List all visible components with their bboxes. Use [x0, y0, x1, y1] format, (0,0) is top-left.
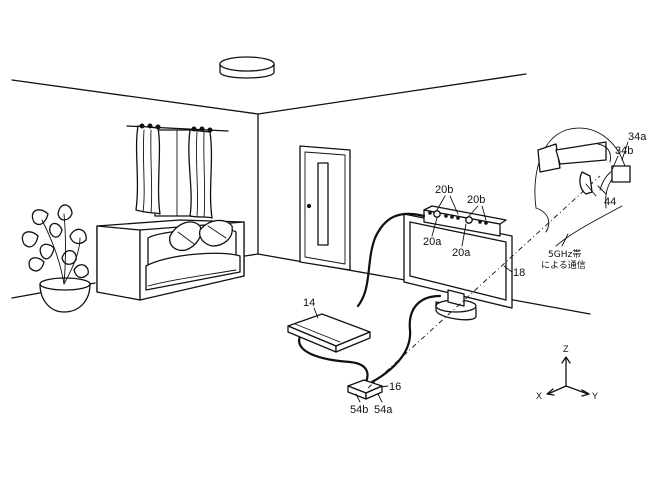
axis-label-z: Z [563, 344, 569, 354]
wireless-link [367, 175, 601, 389]
label-relay: 16 [389, 381, 401, 393]
game-console [287, 313, 371, 353]
label-display: 18 [513, 267, 525, 279]
axis-label-y: Y [592, 391, 598, 401]
ceiling-lamp [219, 56, 275, 79]
label-camera-b-left: 20b [435, 184, 453, 196]
label-camera-a-left: 20a [423, 236, 442, 248]
door [299, 145, 351, 271]
cables [298, 212, 442, 388]
leader-lines [313, 141, 629, 403]
comm-note-line2: による通信 [541, 259, 586, 271]
potted-plant [21, 204, 91, 313]
label-relay-a: 54a [374, 404, 393, 416]
label-relay-b: 54b [350, 404, 368, 416]
axis-label-x: X [536, 391, 542, 401]
comm-note-line1: 5GHz帯 [548, 248, 581, 260]
label-console: 14 [303, 297, 315, 309]
label-camera-a-right: 20a [452, 247, 471, 259]
axis-indicator [546, 356, 590, 397]
user-with-hmd [534, 127, 631, 247]
label-hmd-a: 34a [628, 131, 647, 143]
label-hmd-b: 34b [615, 145, 633, 157]
relay-device [347, 379, 383, 400]
sofa [96, 219, 245, 301]
label-controller: 44 [604, 196, 616, 208]
window-curtains [126, 123, 229, 219]
label-camera-b-right: 20b [467, 194, 485, 206]
display-monitor [403, 213, 513, 321]
